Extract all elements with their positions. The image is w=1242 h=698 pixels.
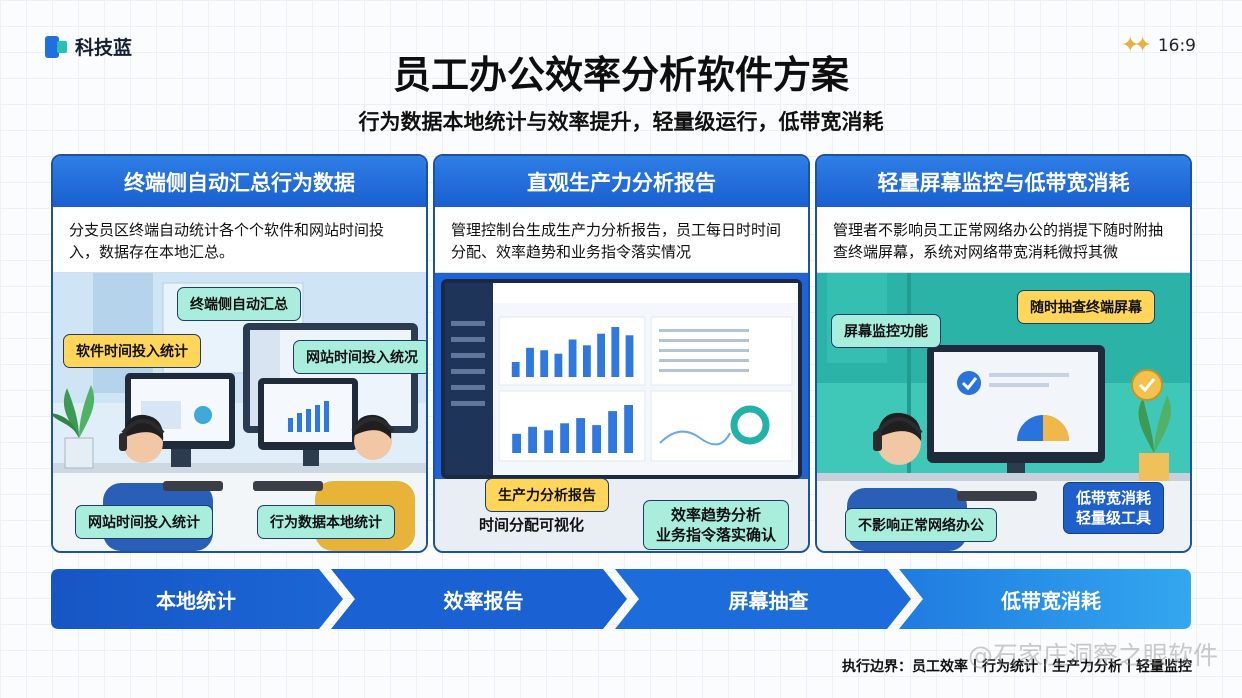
footer-scope: 执行边界：员工效率丨行为统计丨生产力分析丨轻量监控 [842,659,1192,675]
page-subtitle: 行为数据本地统计与效率提升，轻量级运行，低带宽消耗 [358,110,884,134]
panel-screen-monitor: 轻量屏幕监控与低带宽消耗 管理者不影响员工正常网络办公的捎提下随时附抽查终端屏幕… [815,154,1192,553]
chart-bar [576,418,585,453]
panel-description: 管理控制台生成生产力分析报告，员工每日时时间分配、效率趋势和业务指令落实情况 [435,207,808,273]
chart-bar [611,327,620,377]
flow-step-local-stats: 本地统计 [156,588,236,613]
tag-website-time-status: 网站时间投入统况 [293,340,426,374]
chart-bar [560,423,569,453]
chart-bar [597,333,605,377]
panel-productivity-report: 直观生产力分析报告 管理控制台生成生产力分析报告，员工每日时时间分配、效率趋势和… [433,154,810,553]
brand-name: 科技蓝 [75,37,133,59]
tag-software-time: 软件时间投入统计 [63,334,201,368]
chart-bar [625,335,634,377]
tag-no-network-impact: 不影响正常网络办公 [845,508,997,542]
panel-heading: 直观生产力分析报告 [435,156,808,207]
tag-terminal-auto-summary: 终端侧自动汇总 [177,287,301,321]
chart-bar [583,345,591,377]
tag-lightweight: 低带宽消耗 轻量级工具 [1063,482,1165,534]
flow-step-screen-check: 屏幕抽查 [728,588,809,613]
chart-bar [608,411,617,453]
chart-bar [540,350,549,377]
flow-chevrons-graphic [51,569,1191,629]
tag-time-visualization: 时间分配可视化 [479,516,585,534]
panel-heading: 轻量屏幕监控与低带宽消耗 [817,156,1190,207]
brand: 科技蓝 [45,33,132,60]
panel-description: 管理者不影响员工正常网络办公的捎提下随时附抽查终端屏幕，系统对网络带宽消耗微捋其… [817,207,1190,273]
panel-terminal-data: 终端侧自动汇总行为数据 分支员区终端自动统计各个个软件和网站时间投入，数据存在本… [51,154,428,553]
panel-description: 分支员区终端自动统计各个个软件和网站时间投入，数据存在本地汇总。 [53,207,426,273]
tag-trend-line2: 业务指令落实确认 [656,526,777,544]
chart-bar [528,426,537,453]
page-title: 员工办公效率分析软件方案 [392,53,849,97]
aspect-ratio-text: 16:9 [1157,35,1196,56]
tag-local-stats: 行为数据本地统计 [257,505,395,539]
comparison-bar-chart [512,405,633,453]
chart-bar [592,425,601,453]
brand-logo-icon [45,35,67,58]
chart-bar [512,433,521,453]
chart-bar [544,430,553,453]
chart-bar [526,347,534,377]
chart-bar [624,405,633,453]
tag-lightweight-tool: 轻量级工具 [1076,509,1152,527]
tag-website-time: 网站时间投入统计 [75,505,213,539]
tag-trend-analysis: 效率趋势分析 业务指令落实确认 [643,500,790,550]
aspect-ratio-badge: ✦✦ 16:9 [1121,33,1196,58]
process-flow: 本地统计 效率报告 屏幕抽查 低带宽消耗 [51,569,1191,629]
chart-bar [568,339,577,377]
efficiency-bar-chart [511,327,634,377]
tag-low-bandwidth: 低带宽消耗 [1076,489,1152,507]
tag-screen-monitor: 屏幕监控功能 [831,314,941,348]
chart-bar [511,362,520,377]
flow-step-low-bandwidth: 低带宽消耗 [1001,588,1101,613]
panel-heading: 终端侧自动汇总行为数据 [53,156,426,207]
chart-bar [554,353,563,377]
flow-step-efficiency-report: 效率报告 [443,588,524,613]
tag-random-check: 随时抽查终端屏幕 [1017,290,1155,324]
tag-trend-line1: 效率趋势分析 [671,506,762,524]
tag-productivity-report: 生产力分析报告 [485,478,609,512]
